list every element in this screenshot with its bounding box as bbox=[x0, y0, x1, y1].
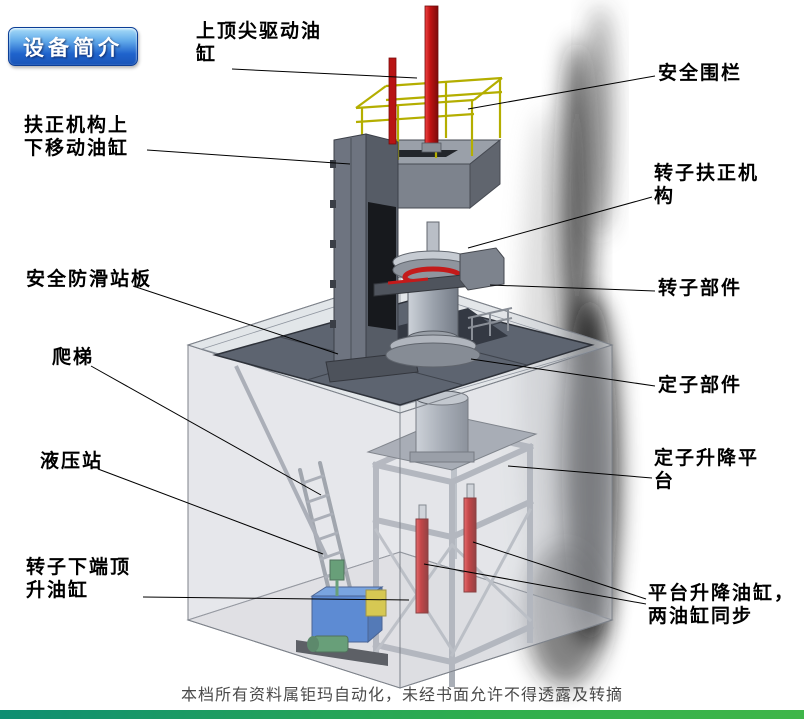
label-rotor-righting-mechanism: 转子扶正机 构 bbox=[654, 163, 760, 207]
label-righting-mechanism-lift-cylinder: 扶正机构上 下移动油缸 bbox=[24, 115, 130, 159]
leader-lines bbox=[90, 68, 656, 605]
label-hydraulic-station: 液压站 bbox=[40, 451, 104, 472]
platform-lift-cylinders-graphic bbox=[415, 483, 477, 614]
label-stator-lift-platform: 定子升降平 台 bbox=[654, 448, 760, 492]
label-ladder: 爬梯 bbox=[52, 347, 95, 368]
tower-column bbox=[325, 133, 419, 383]
pit-front-walls bbox=[187, 344, 613, 689]
label-platform-lift-cylinders: 平台升降油缸， 两油缸同步 bbox=[648, 583, 796, 627]
rotor-righting-mechanism-graphic bbox=[373, 247, 513, 340]
label-rotor-component: 转子部件 bbox=[658, 278, 743, 299]
label-safety-fence: 安全围栏 bbox=[658, 63, 743, 84]
safety-fence-graphic bbox=[355, 76, 503, 162]
label-stator-component: 定子部件 bbox=[658, 375, 743, 396]
top-drive-cylinder-graphic bbox=[388, 5, 442, 153]
hydraulic-station-graphic bbox=[296, 559, 388, 666]
label-anti-slip-standing-plate: 安全防滑站板 bbox=[26, 269, 153, 290]
label-rotor-bottom-jack-cylinder: 转子下端顶 升油缸 bbox=[26, 557, 132, 601]
support-strut bbox=[234, 365, 328, 557]
label-top-center-drive-cylinder: 上顶尖驱动油 缸 bbox=[196, 21, 323, 65]
footer-accent-bar bbox=[0, 710, 804, 719]
title-badge: 设备简介 bbox=[8, 27, 138, 66]
copyright-notice: 本档所有资料属钜玛自动化，未经书面允许不得透露及转摘 bbox=[180, 687, 623, 704]
